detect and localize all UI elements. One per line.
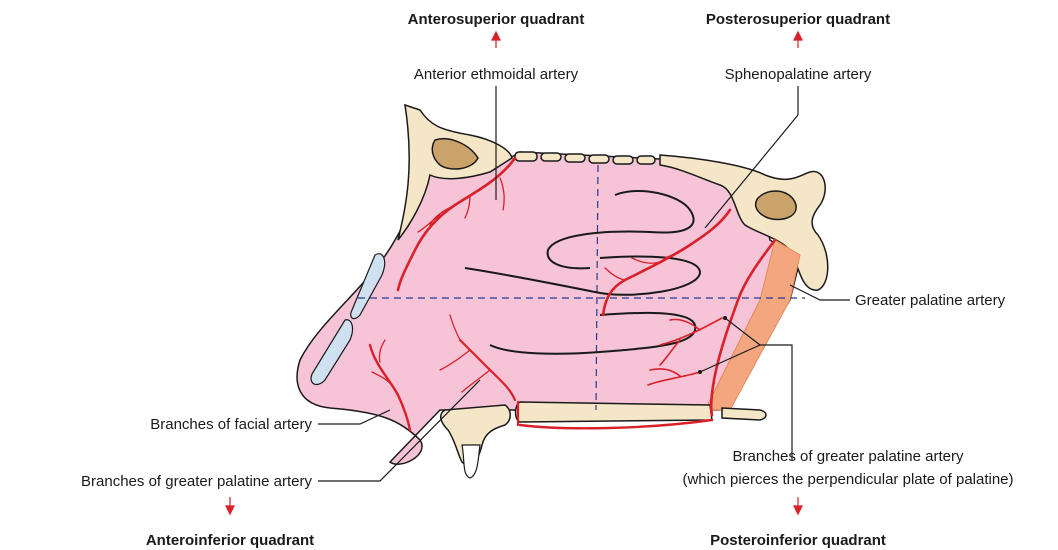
posteroinferior-quadrant-label: Posteroinferior quadrant bbox=[710, 532, 886, 549]
facial-artery-branches-label: Branches of facial artery bbox=[150, 416, 312, 433]
hard-palate bbox=[516, 402, 713, 422]
leader-dot-upper bbox=[723, 316, 727, 320]
sphenoid-sinus bbox=[756, 191, 797, 220]
incisor-tooth bbox=[462, 445, 480, 478]
greater-palatine-branches-right-sublabel: (which pierces the perpendicular plate o… bbox=[682, 471, 1013, 488]
greater-palatine-artery-label: Greater palatine artery bbox=[855, 292, 1006, 309]
greater-palatine-branches-right-label: Branches of greater palatine artery bbox=[733, 448, 964, 465]
greater-palatine-branches-left-label: Branches of greater palatine artery bbox=[81, 473, 312, 490]
anterosuperior-quadrant-label: Anterosuperior quadrant bbox=[408, 11, 585, 28]
posterosuperior-quadrant-label: Posterosuperior quadrant bbox=[706, 11, 890, 28]
anterior-ethmoidal-artery-label: Anterior ethmoidal artery bbox=[414, 66, 579, 83]
anteroinferior-quadrant-label: Anteroinferior quadrant bbox=[146, 532, 314, 549]
leader-dot-lower bbox=[698, 370, 702, 374]
sphenopalatine-artery-label: Sphenopalatine artery bbox=[725, 66, 872, 83]
palatine-posterior bbox=[722, 408, 766, 420]
